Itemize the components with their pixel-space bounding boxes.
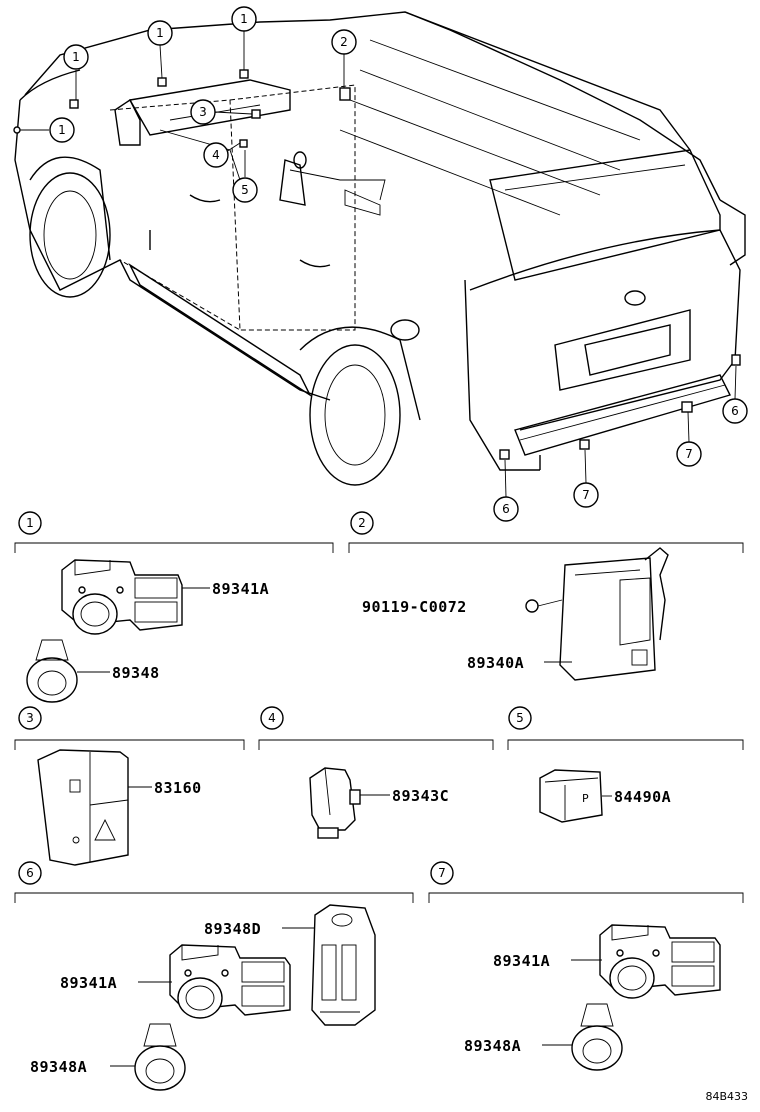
svg-text:6: 6 bbox=[502, 502, 510, 516]
callout-3: 3 bbox=[190, 99, 216, 125]
svg-text:7: 7 bbox=[582, 488, 590, 502]
svg-text:3: 3 bbox=[199, 105, 207, 119]
svg-text:1: 1 bbox=[58, 123, 66, 137]
part-number-83160: 83160 bbox=[154, 779, 202, 797]
part-number-89348: 89348 bbox=[112, 664, 160, 682]
sensor-retainer bbox=[134, 1023, 186, 1091]
screw-bolt bbox=[525, 599, 563, 613]
section-7: 7 89341A 89348A bbox=[428, 861, 744, 1071]
callout-1: 1 bbox=[49, 117, 75, 143]
sensor-89343C bbox=[309, 767, 361, 839]
callout-4: 4 bbox=[203, 142, 229, 168]
callout-7: 7 bbox=[676, 441, 702, 467]
parking-assist-ecu: 2 bbox=[559, 547, 669, 681]
part-number-84490A: 84490A bbox=[614, 788, 671, 806]
svg-text:7: 7 bbox=[438, 866, 446, 880]
section-3: 3 83160 bbox=[14, 706, 245, 866]
parking-assist-switch: P bbox=[539, 769, 603, 823]
sensor-retainer bbox=[26, 639, 78, 703]
part-number-90119-C0072: 90119-C0072 bbox=[362, 598, 467, 616]
section-6: 6 89348D 89341A bbox=[14, 861, 414, 1091]
svg-text:4: 4 bbox=[268, 711, 276, 725]
section-5: 5 P 84490A bbox=[507, 706, 744, 823]
svg-text:1: 1 bbox=[72, 50, 80, 64]
svg-text:7: 7 bbox=[685, 447, 693, 461]
vehicle-illustration: 1 1 1 1 2 3 4 5 bbox=[13, 6, 748, 522]
parking-sensor bbox=[169, 944, 291, 1019]
part-number-89341A: 89341A bbox=[493, 952, 550, 970]
parking-sensor bbox=[599, 924, 721, 999]
sensor-retainer bbox=[571, 1003, 623, 1071]
svg-text:5: 5 bbox=[241, 183, 249, 197]
part-number-89341A: 89341A bbox=[60, 974, 117, 992]
svg-text:2: 2 bbox=[358, 516, 366, 530]
callout-5: 5 bbox=[232, 177, 258, 203]
callout-1: 1 bbox=[231, 6, 257, 32]
section-4: 4 89343C bbox=[258, 706, 494, 839]
svg-text:6: 6 bbox=[731, 404, 739, 418]
svg-text:5: 5 bbox=[516, 711, 524, 725]
hazard-switch bbox=[37, 749, 129, 866]
sensor-bracket bbox=[311, 904, 376, 1026]
part-number-89343C: 89343C bbox=[392, 787, 449, 805]
part-number-89348A: 89348A bbox=[30, 1058, 87, 1076]
parking-sensor bbox=[61, 559, 183, 635]
callout-2: 2 bbox=[331, 29, 357, 55]
part-number-89341A: 89341A bbox=[212, 580, 269, 598]
svg-text:1: 1 bbox=[240, 12, 248, 26]
callout-1: 1 bbox=[147, 20, 173, 46]
section-1: 1 89341A 89348 bbox=[14, 511, 334, 703]
callout-6: 6 bbox=[493, 496, 519, 522]
svg-text:2: 2 bbox=[340, 35, 348, 49]
section-2: 2 2 90119-C0072 89340A bbox=[348, 511, 744, 681]
svg-text:4: 4 bbox=[212, 148, 220, 162]
illustration-ref: 84B433 bbox=[705, 1090, 748, 1103]
part-number-89340A: 89340A bbox=[467, 654, 524, 672]
svg-text:1: 1 bbox=[156, 26, 164, 40]
callout-6: 6 bbox=[722, 398, 748, 424]
callout-7: 7 bbox=[573, 482, 599, 508]
callout-1: 1 bbox=[63, 44, 89, 70]
svg-text:6: 6 bbox=[26, 866, 34, 880]
part-number-89348A: 89348A bbox=[464, 1037, 521, 1055]
svg-text:P: P bbox=[582, 792, 589, 805]
svg-text:1: 1 bbox=[26, 516, 34, 530]
part-number-89348D: 89348D bbox=[204, 920, 261, 938]
svg-text:3: 3 bbox=[26, 711, 34, 725]
